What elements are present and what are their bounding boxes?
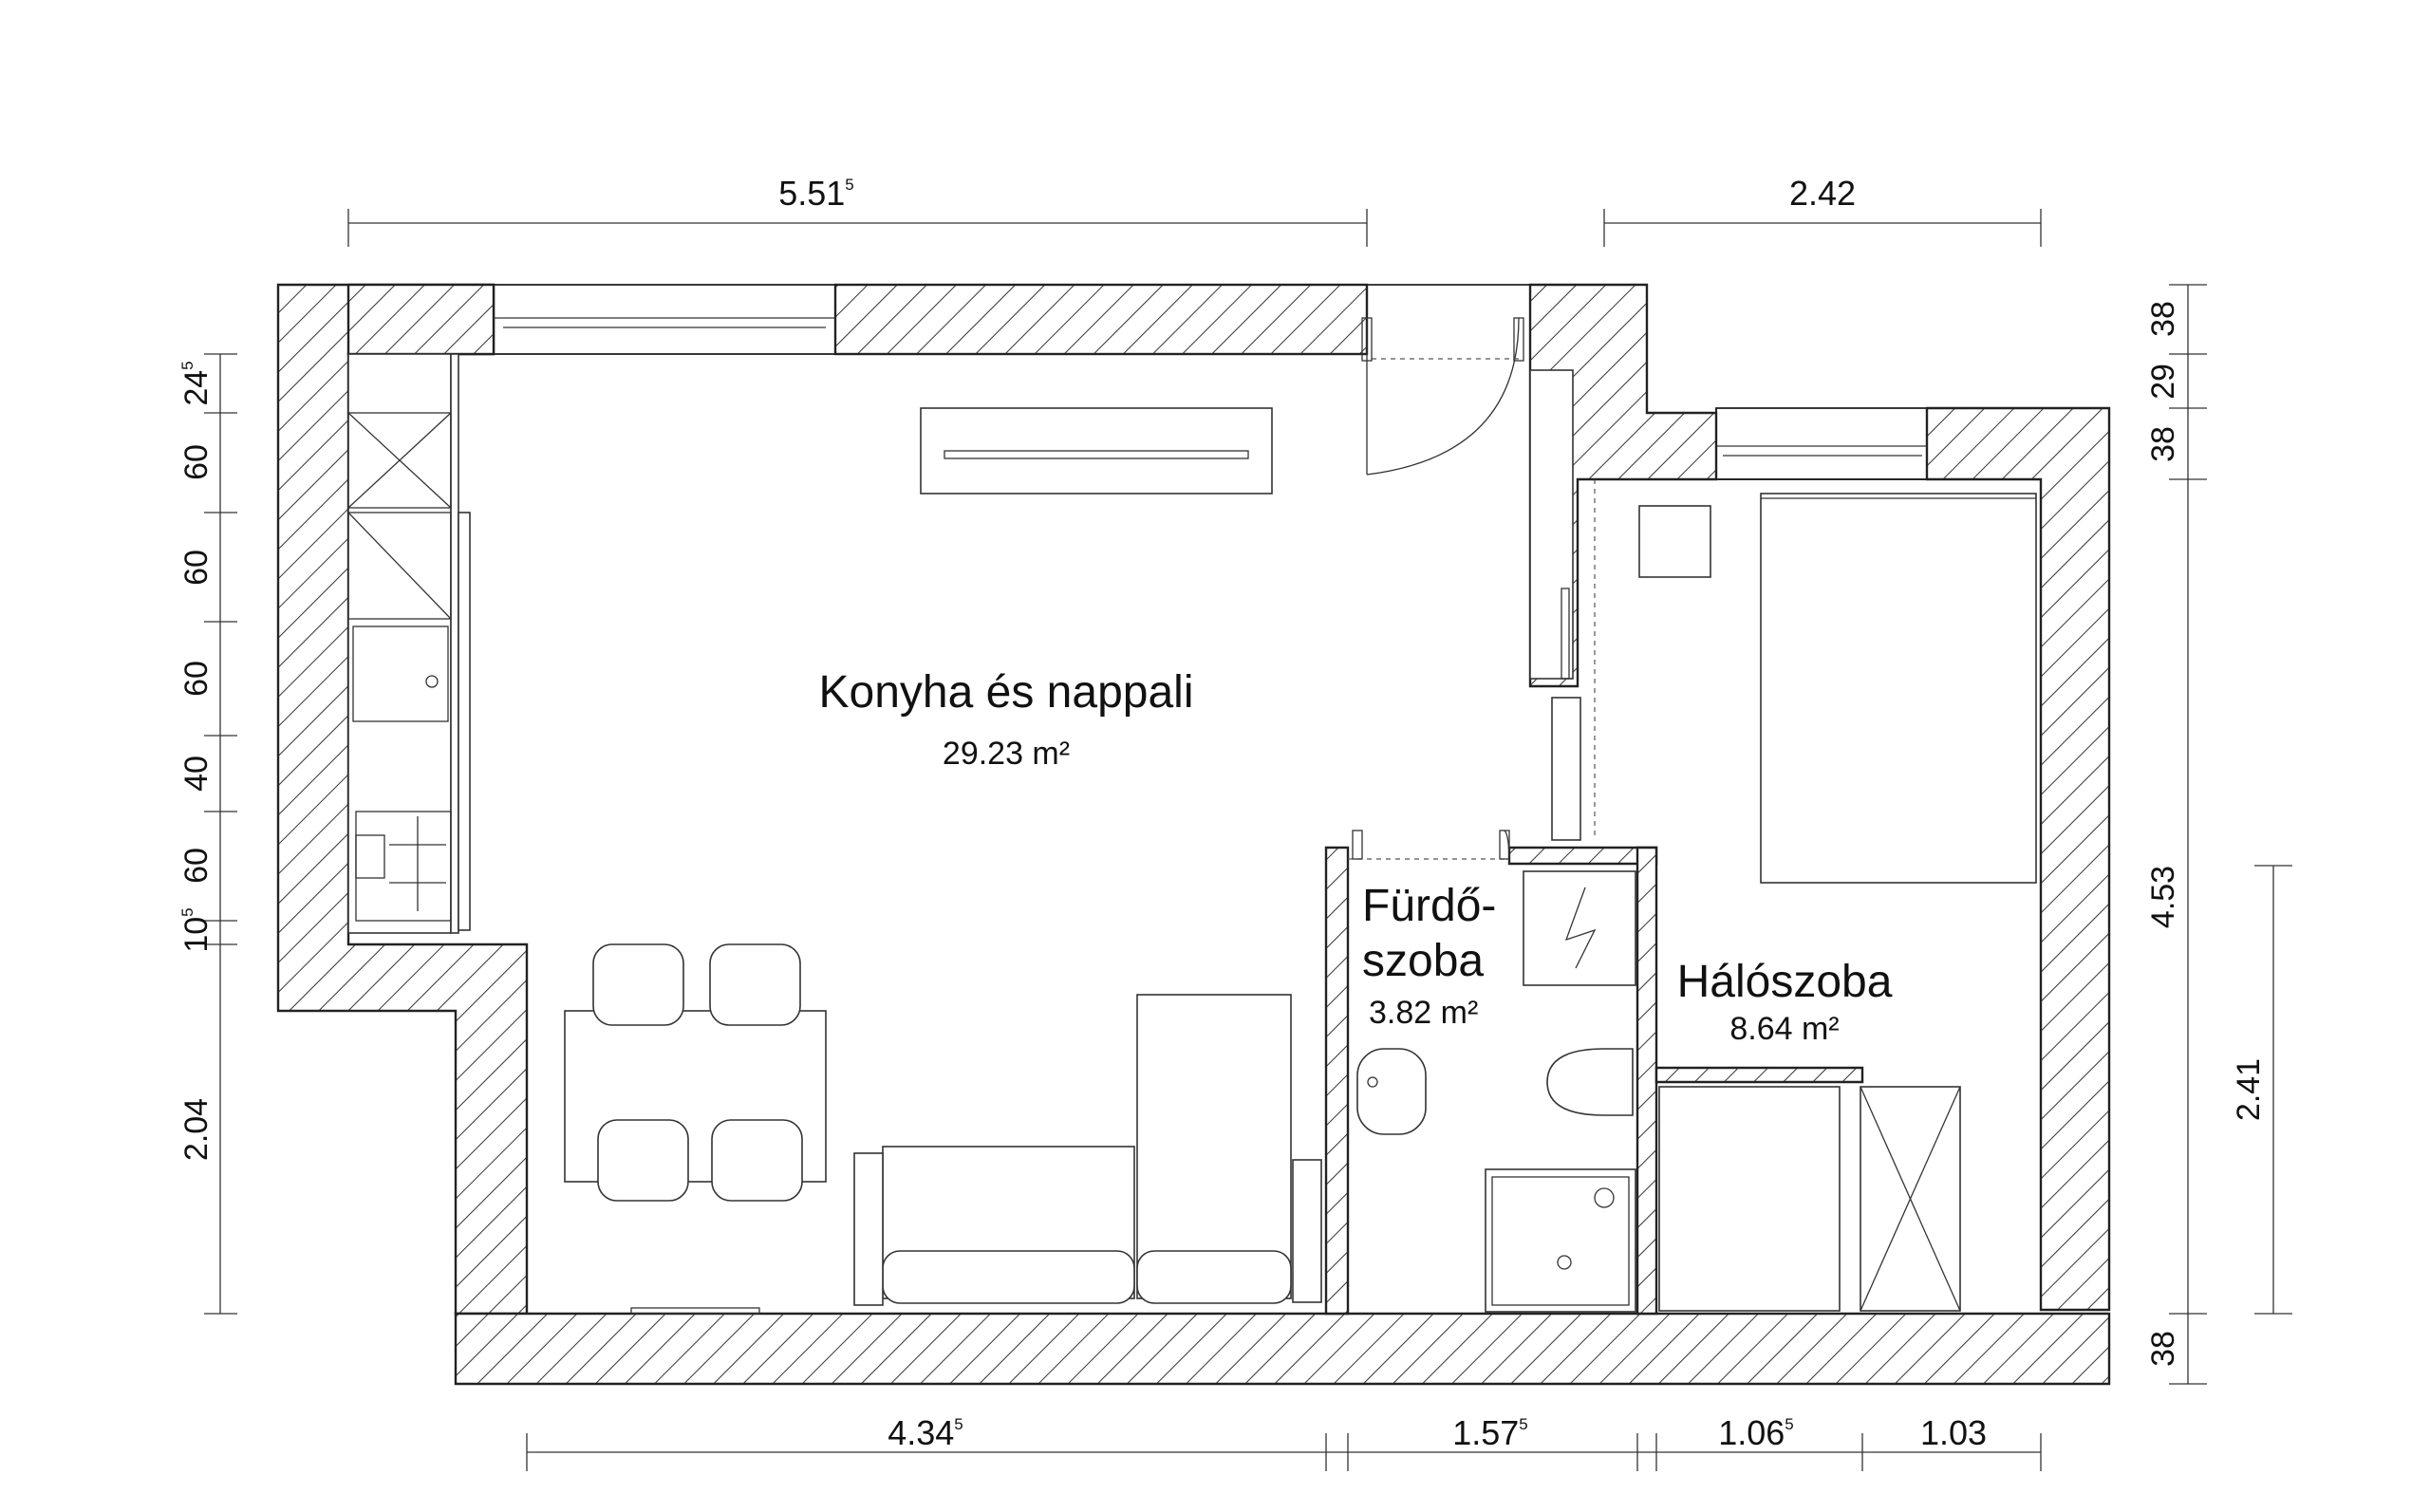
dim-right-3: 38	[2145, 426, 2181, 462]
wall-top-left	[346, 283, 495, 356]
sofa	[630, 994, 1322, 1315]
bedroom-furniture	[1595, 478, 2041, 1312]
window-top-left	[493, 284, 836, 355]
window-bedroom	[1715, 407, 1928, 480]
tv-cabinet	[920, 407, 1273, 495]
dim-left-2: 60	[178, 444, 215, 480]
room-bathroom-name-2: szoba	[1362, 936, 1484, 986]
dimension-lines	[204, 209, 2292, 1471]
wall-bathroom-bedroom	[1636, 846, 1658, 1316]
dim-right-5: 38	[2145, 1331, 2181, 1367]
room-bedroom-area: 8.64 m²	[1729, 1011, 1839, 1047]
walls	[276, 283, 2111, 1386]
wall-bathroom-left	[1324, 846, 1350, 1316]
kitchen-counter	[347, 353, 471, 934]
dim-left-8: 2.04	[178, 1098, 215, 1161]
dim-right-4: 4.53	[2145, 866, 2181, 928]
dim-bottom-1: 4.345	[888, 1413, 963, 1452]
dim-bottom-2: 1.575	[1452, 1413, 1528, 1452]
entrance-door	[1361, 317, 1524, 476]
dim-top-2: 2.42	[1789, 174, 1856, 213]
wall-top-mid	[833, 283, 1369, 356]
dim-bottom-3: 1.065	[1718, 1413, 1794, 1452]
dim-left-3: 60	[178, 550, 215, 586]
dim-left-7: 105	[178, 907, 215, 952]
dim-left-1: 245	[178, 361, 215, 405]
wall-bathroom-top	[1507, 846, 1658, 866]
bathroom-fixtures	[1348, 830, 1636, 1313]
dim-right-6: 2.41	[2231, 1058, 2267, 1121]
dining-set	[564, 943, 827, 1202]
dim-left-4: 60	[178, 661, 215, 697]
dim-right-2: 29	[2145, 364, 2181, 400]
dim-left-5: 40	[178, 756, 215, 792]
room-living-area: 29.23 m²	[943, 736, 1070, 772]
wall-bottom	[454, 1312, 2111, 1386]
wall-wardrobe	[1654, 1066, 1864, 1084]
dim-bottom-4: 1.03	[1920, 1413, 1987, 1452]
room-bedroom-name: Hálószoba	[1677, 957, 1893, 1007]
room-living-name: Konyha és nappali	[819, 667, 1194, 718]
dim-left-6: 60	[178, 848, 215, 884]
room-bathroom-name-1: Fürdő-	[1362, 881, 1496, 931]
room-bathroom-area: 3.82 m²	[1369, 995, 1478, 1031]
dim-right-1: 38	[2145, 301, 2181, 337]
hall-wardrobe	[1529, 369, 1596, 841]
dim-top-1: 5.515	[778, 174, 854, 213]
windows	[493, 284, 1928, 480]
